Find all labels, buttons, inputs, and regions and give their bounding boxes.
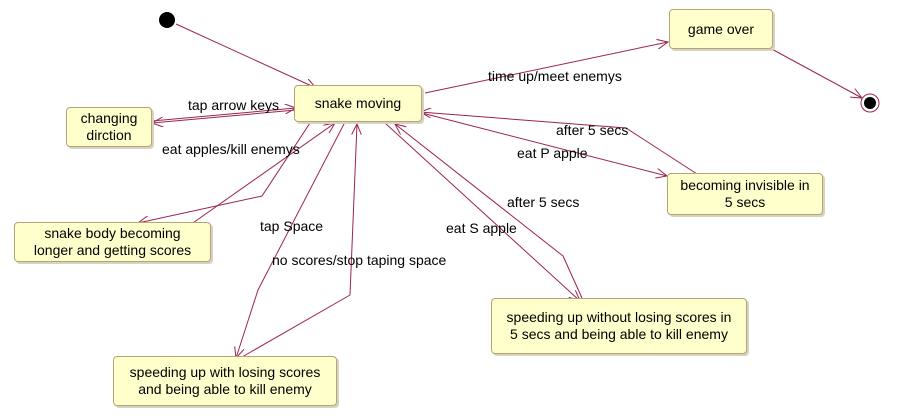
edge-body-to-moving — [189, 123, 335, 226]
state-label: game over — [687, 20, 755, 37]
state-label: snake moving — [314, 95, 402, 111]
initial-state — [159, 12, 175, 28]
state-label: speeding up with losing scores and being… — [129, 364, 321, 397]
edge-p-after-5 — [420, 112, 698, 175]
edge-moving-to-changing — [152, 109, 297, 123]
state-invisible[interactable]: becoming invisible in 5 secs — [667, 173, 823, 215]
label-tap-arrow: tap arrow keys — [188, 97, 280, 113]
label-eat-p: eat P apple — [517, 145, 588, 161]
state-changing-direction[interactable]: changing dirction — [66, 107, 152, 147]
state-speed-losing[interactable]: speeding up with losing scores and being… — [113, 356, 337, 406]
edge-initial-to-moving — [175, 23, 316, 88]
edge-gameover-to-final — [767, 46, 862, 98]
state-body-longer[interactable]: snake body becoming longer and getting s… — [14, 222, 211, 262]
edge-s-after-5 — [395, 124, 583, 299]
label-eat-s: eat S apple — [446, 220, 517, 236]
edge-no-scores — [241, 124, 357, 358]
state-snake-moving[interactable]: snake moving — [294, 85, 422, 122]
edge-eat-apples — [138, 122, 311, 223]
label-after-5-p: after 5 secs — [556, 122, 629, 138]
edge-tap-space — [236, 121, 346, 358]
label-after-5-s: after 5 secs — [507, 194, 580, 210]
label-no-scores: no scores/stop taping space — [272, 252, 447, 268]
state-speed-no-losing[interactable]: speeding up without losing scores in 5 s… — [491, 298, 747, 354]
edge-changing-to-moving — [151, 108, 296, 122]
state-label: changing dirction — [80, 110, 138, 143]
edge-time-up — [424, 42, 668, 94]
state-label: becoming invisible in 5 secs — [680, 177, 810, 210]
label-time-up: time up/meet enemys — [488, 68, 622, 84]
label-tap-space: tap Space — [260, 218, 324, 234]
state-game-over[interactable]: game over — [669, 9, 773, 49]
state-label: snake body becoming longer and getting s… — [33, 225, 192, 258]
final-state — [864, 97, 876, 109]
label-eat-apples: eat apples/kill enemys — [162, 141, 300, 157]
edge-eat-s-apple — [384, 122, 580, 301]
edge-eat-p-apple — [421, 112, 667, 176]
final-state-ring — [860, 93, 880, 113]
state-label: speeding up without losing scores in 5 s… — [506, 309, 732, 342]
